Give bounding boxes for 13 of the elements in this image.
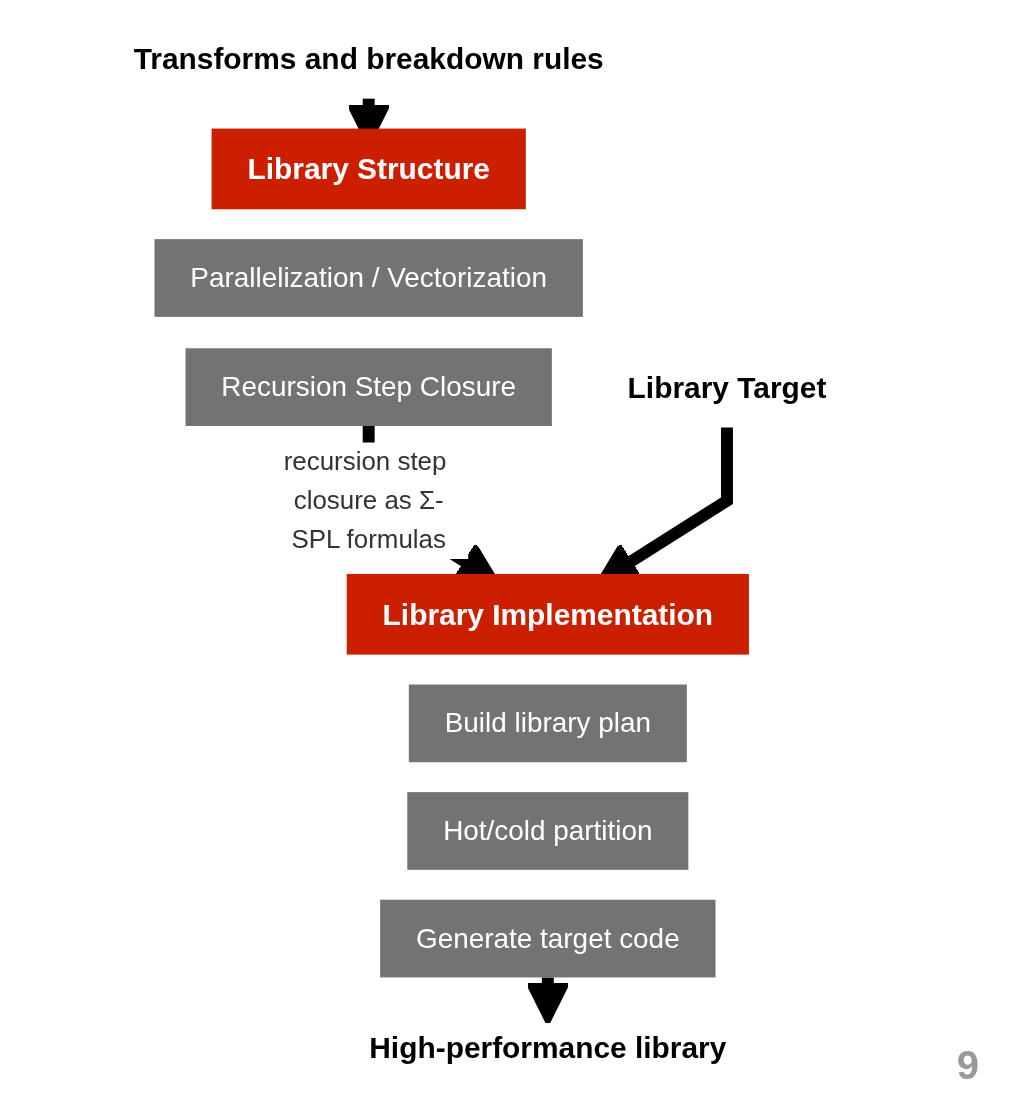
- node-box: Build library plan: [408, 684, 687, 763]
- edge-label: recursion step closure as Σ-SPL formulas: [283, 446, 447, 554]
- node-box: Library Structure: [211, 128, 526, 210]
- node-box: Generate target code: [380, 899, 716, 978]
- node-box: Parallelization / Vectorization: [154, 239, 583, 317]
- arrow: [525, 977, 570, 1026]
- node-text: Transforms and breakdown rules: [133, 41, 604, 75]
- node-box: Library Implementation: [346, 573, 749, 655]
- node-box: Hot/cold partition: [407, 792, 689, 870]
- node-text: High-performance library: [369, 1031, 727, 1065]
- page-number: 9: [956, 1043, 979, 1087]
- node-box: Recursion Step Closure: [185, 348, 552, 426]
- node-text: Library Target: [627, 370, 827, 404]
